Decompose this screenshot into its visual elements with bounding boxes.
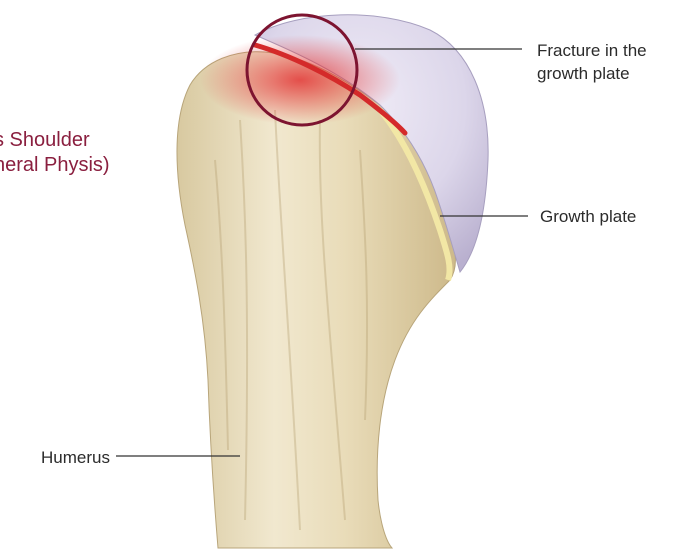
fracture-label-line-1: Fracture in the: [537, 40, 647, 61]
diagram-title-line-2: neral Physis): [0, 153, 110, 177]
diagram-title-line-1: s Shoulder: [0, 128, 90, 152]
fracture-label-line-2: growth plate: [537, 63, 630, 84]
growth-plate-label: Growth plate: [540, 206, 636, 227]
humerus-label: Humerus: [41, 447, 110, 468]
